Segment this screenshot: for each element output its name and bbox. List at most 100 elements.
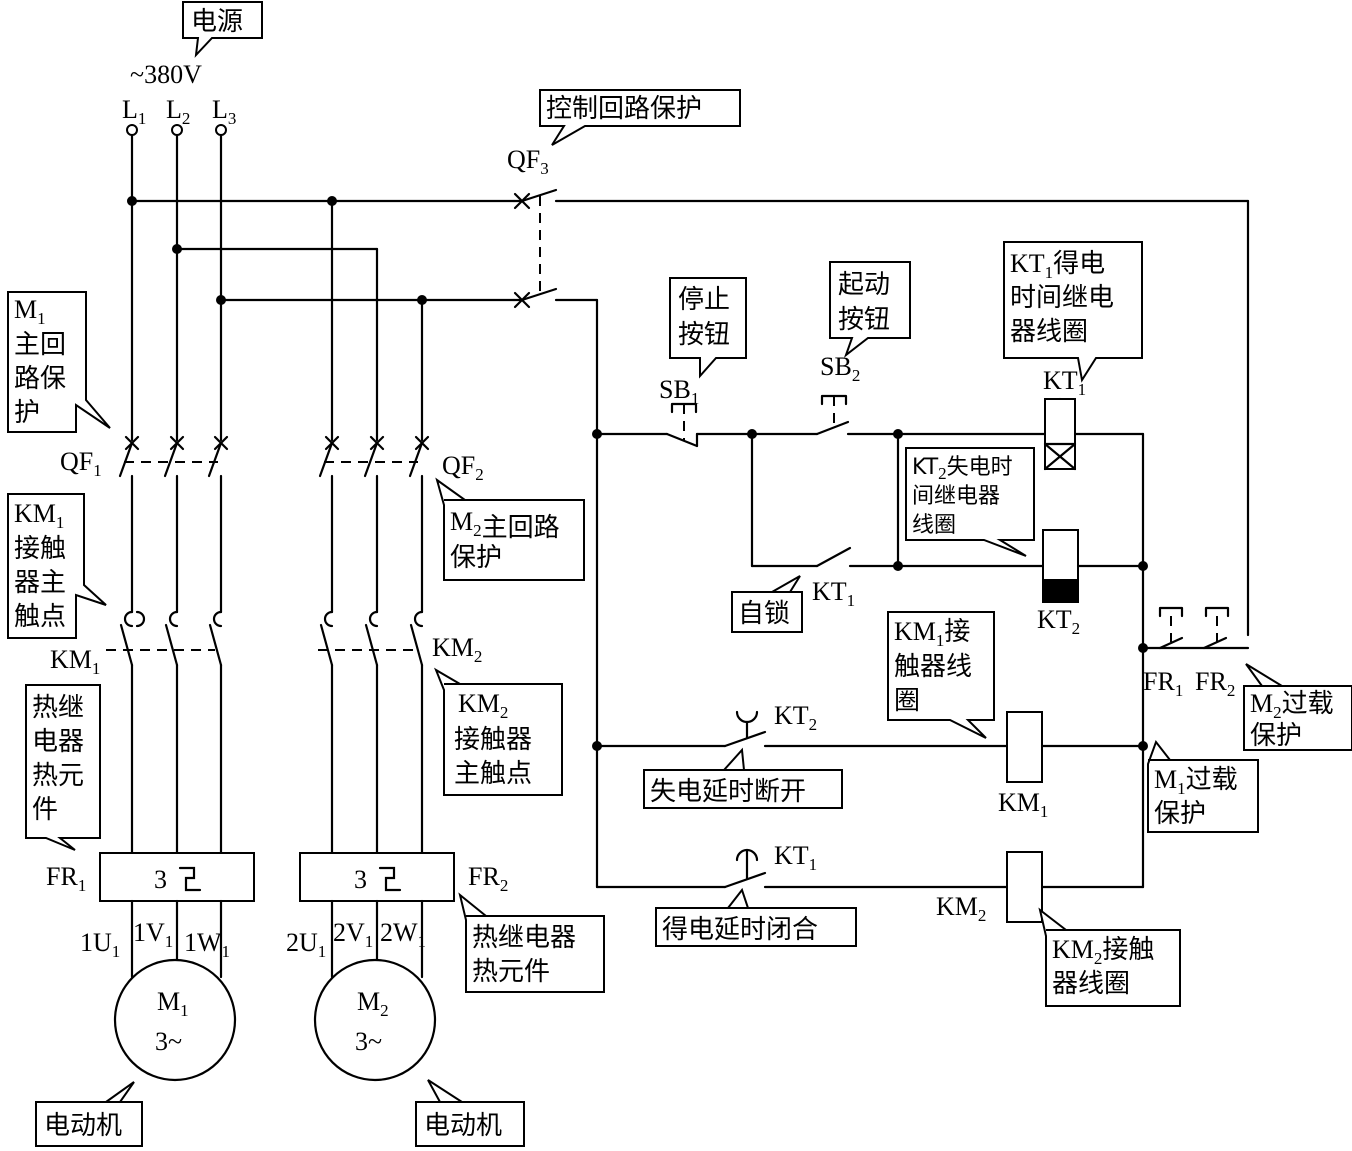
fr1-thermal-mark: 3 (154, 865, 167, 894)
fr2-ctrl-label: FR2 (1195, 667, 1235, 700)
m2-term-w: 2W1 (380, 918, 426, 951)
kt2-coil (1042, 529, 1079, 603)
km2-main-contacts (318, 610, 424, 855)
power-terminals (126, 124, 227, 136)
m2-protect-line2: 保护 (450, 543, 502, 573)
fr2-thermal-line2: 热元件 (472, 957, 550, 987)
fr2-label: FR2 (468, 862, 508, 895)
fr1-label: FR1 (46, 862, 86, 895)
km2-coil (1006, 851, 1043, 923)
power-callout: 电源 (182, 1, 263, 58)
callout-m1-main-protect: M1 主回 路保 护 (7, 291, 111, 433)
motor1-symbol: M1 3~ (113, 958, 237, 1082)
callout-m2-overload: M2过载 保护 (1243, 663, 1352, 751)
stop-button-line1: 停止 (678, 285, 730, 315)
callout-motor2: 电动机 (415, 1079, 525, 1147)
callout-km1-main-contact: KM1 接触 器主 触点 (7, 493, 107, 639)
callout-km2-coil: KM2接触 器线圈 (1038, 907, 1181, 1007)
kt2-delay-contact (723, 710, 767, 748)
km1-main-contacts (106, 610, 223, 855)
km2-coil-label: KM2 (936, 892, 986, 925)
fr1-thermal-element: 3 (99, 852, 255, 902)
km1-contact-title: KM1 (14, 499, 64, 532)
callout-km1-coil: KM1接 触器线 圈 (887, 611, 995, 739)
callout-kt2-coil: KT2失电时 间继电器 线圈 (905, 447, 1035, 557)
fr2-thermal-mark: 3 (354, 865, 367, 894)
bus-wires (130, 199, 1250, 889)
qf2-label: QF2 (442, 451, 484, 484)
callout-m1-overload: M1过载 保护 (1147, 739, 1259, 833)
callout-fr2-thermal: 热继电器 热元件 (458, 892, 605, 993)
fr-overload-contacts (1158, 606, 1230, 650)
m2-term-v: 2V1 (333, 918, 373, 951)
sb2-label: SB2 (820, 352, 860, 385)
km2-coil-line2: 器线圈 (1052, 969, 1130, 999)
kt2-coil-title: KT2失电时 (912, 455, 1013, 483)
m1-term-u: 1U1 (80, 928, 120, 961)
fr1-thermal-line3: 热元 (32, 761, 84, 791)
fr1-thermal-line1: 热继 (32, 693, 84, 723)
km1-coil-line3: 圈 (894, 686, 920, 716)
m1-term-w: 1W1 (184, 928, 230, 961)
m1-main-circuit: QF1 KM1 3 FR1 1U1 1V1 1W1 (46, 134, 255, 1082)
qf3-breaker (512, 188, 558, 309)
kt1-delay-contact (723, 848, 767, 889)
callout-motor1: 电动机 (35, 1081, 143, 1147)
qf2-breaker (318, 435, 430, 614)
m2-overload-line2: 保护 (1250, 721, 1302, 751)
motor1-phase: 3~ (155, 1027, 182, 1056)
junction-dots (127, 196, 1148, 751)
callout-m2-main-protect: M2主回路 保护 (435, 477, 585, 581)
kt2-delay-label: KT2 (774, 701, 817, 734)
km1-coil-line2: 触器线 (894, 652, 972, 682)
callout-fr1-thermal: 热继 电器 热元 件 (25, 684, 101, 851)
m2-protect-title: M2主回路 (450, 507, 560, 543)
voltage-label: ~380V (130, 60, 202, 89)
fr1-thermal-line2: 电器 (32, 727, 84, 757)
m1-protect-title: M1 (14, 295, 46, 328)
km1-coil (1006, 711, 1043, 783)
km1-coil-title: KM1接 (894, 617, 970, 650)
on-delay-text: 得电延时闭合 (662, 915, 818, 945)
callout-control-protect: 控制回路保护 (539, 89, 741, 146)
m1-protect-line3: 护 (14, 398, 40, 428)
callout-kt1-coil: KT1得电 时间继电 器线圈 (1003, 241, 1143, 383)
power-title: 电源 (191, 7, 243, 37)
start-button-line1: 起动 (838, 270, 890, 300)
kt1-label: KT1 (1043, 366, 1086, 399)
kt1-coil-line2: 时间继电 (1010, 283, 1114, 313)
m1-protect-line2: 路保 (14, 364, 66, 394)
kt1-coil (1043, 397, 1077, 471)
km1-label: KM1 (50, 645, 100, 678)
m2-overload-title: M2过载 (1250, 689, 1334, 722)
km1-contact-line3: 触点 (14, 602, 66, 632)
qf1-label: QF1 (60, 447, 102, 480)
kt2-coil-line3: 线圈 (912, 513, 956, 538)
m1-protect-line1: 主回 (14, 330, 66, 360)
km1-contact-line1: 接触 (14, 534, 66, 564)
km2-contact-line1: 接触器 (454, 725, 532, 755)
phase-l1-label: L1 (122, 95, 146, 128)
kt2-label: KT2 (1037, 605, 1080, 638)
sb2-start-contact (815, 394, 850, 436)
fr1-thermal-line4: 件 (32, 795, 58, 825)
fr2-thermal-line1: 热继电器 (472, 923, 576, 953)
kt1-contact-label: KT1 (812, 577, 855, 610)
qf3-label: QF3 (507, 145, 549, 178)
motor2-symbol: M2 3~ (313, 958, 437, 1082)
km2-contact-line2: 主触点 (454, 759, 532, 789)
off-delay-text: 失电延时断开 (650, 777, 806, 807)
motor1-text: 电动机 (44, 1111, 122, 1141)
control-protect-text: 控制回路保护 (546, 94, 702, 124)
stop-button-line2: 按钮 (678, 320, 730, 350)
kt1-coil-line3: 器线圈 (1010, 317, 1088, 347)
kt1-selflock-contact (815, 546, 852, 568)
callout-off-delay-open: 失电延时断开 (643, 747, 843, 809)
motor1-label: M1 (157, 987, 189, 1020)
fr2-thermal-element: 3 (299, 852, 455, 902)
km2-label: KM2 (432, 633, 482, 666)
callout-stop-button: 停止 按钮 (669, 277, 747, 379)
callout-start-button: 起动 按钮 (829, 261, 911, 358)
fr1-ctrl-label: FR1 (1143, 667, 1183, 700)
phase-l2-label: L2 (166, 95, 190, 128)
